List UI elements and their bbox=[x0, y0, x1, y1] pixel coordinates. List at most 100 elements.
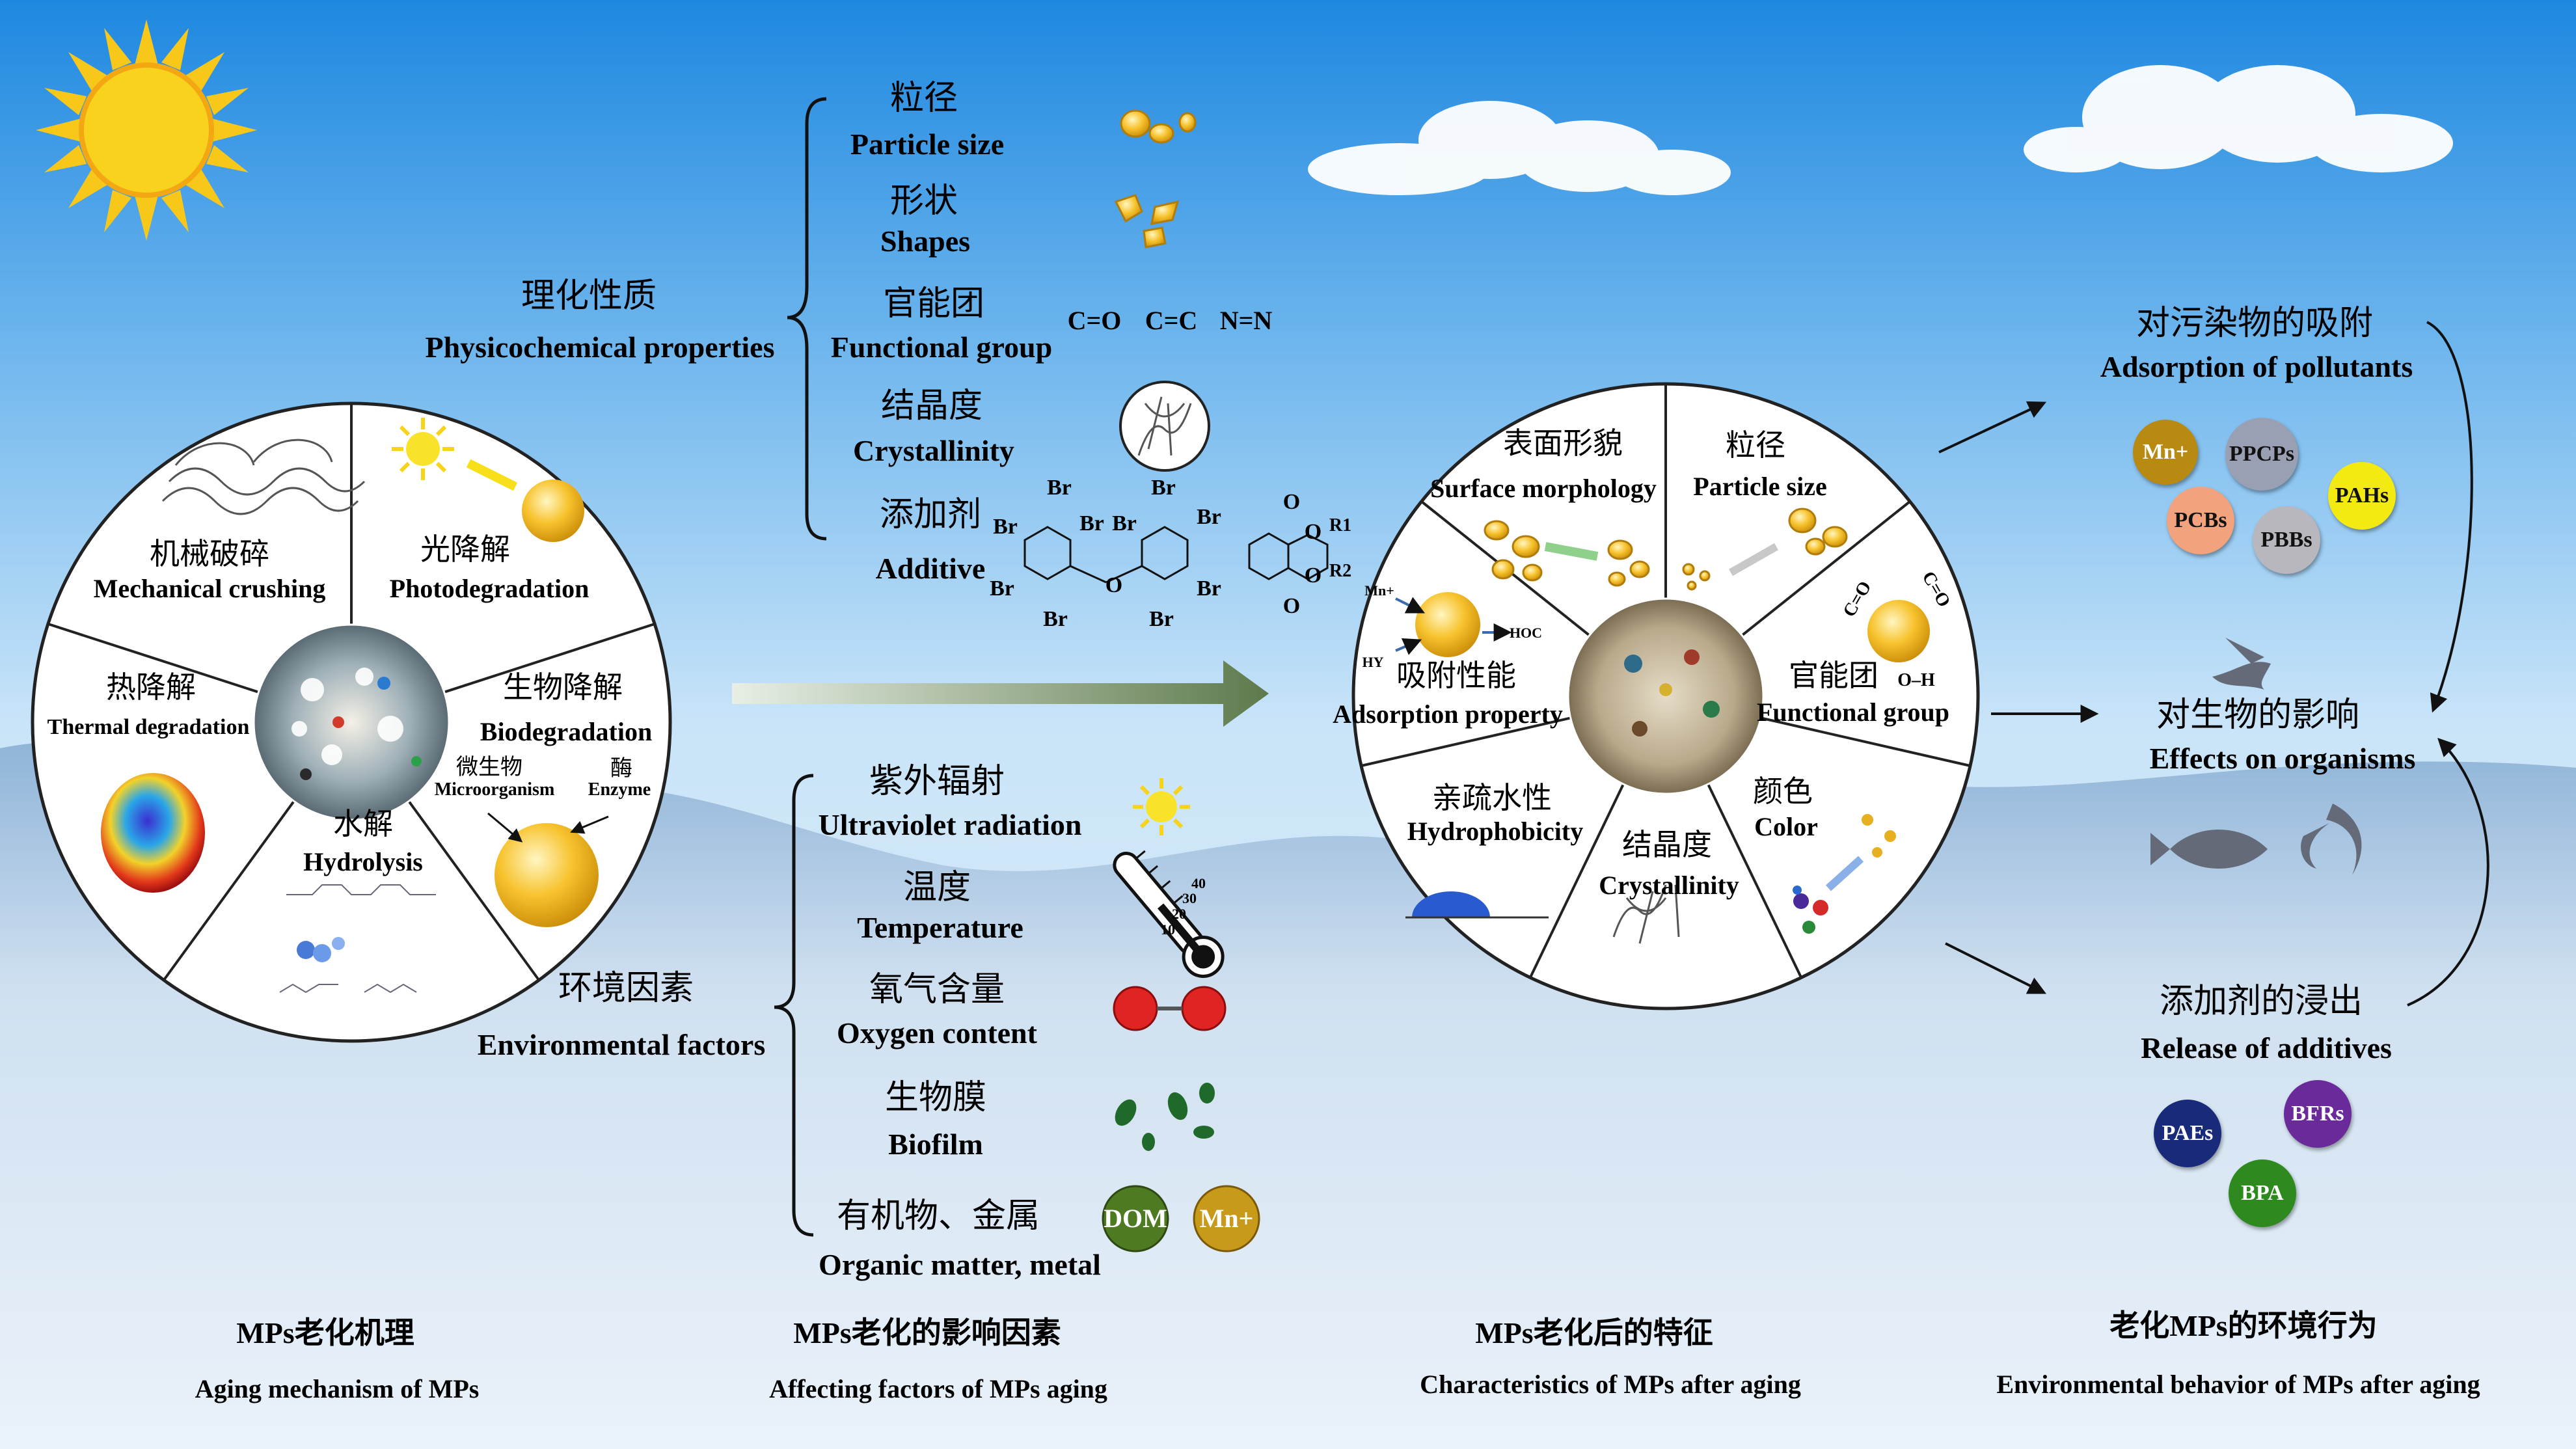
surface-morph-icon bbox=[1484, 520, 1650, 587]
ads-hy-label: HY bbox=[1362, 654, 1384, 670]
biofilm-label-en: Biofilm bbox=[888, 1128, 983, 1161]
uv-label-cn: 紫外辐射 bbox=[869, 762, 1005, 801]
hydrolysis-structure bbox=[279, 884, 436, 994]
size-arrow bbox=[1729, 543, 1778, 576]
additive-badge: BFRs bbox=[2284, 1080, 2352, 1148]
surface-label-en: Surface morphology bbox=[1430, 474, 1657, 503]
metal-badge-label: Mn+ bbox=[1199, 1204, 1254, 1233]
thermal-map bbox=[101, 773, 205, 893]
biofilm-icon bbox=[1115, 1083, 1215, 1151]
fg-particle bbox=[1867, 600, 1930, 662]
thermo-tick: 30 bbox=[1182, 890, 1197, 906]
color-label-en: Color bbox=[1754, 812, 1818, 841]
char-crystal-label-en: Crystallinity bbox=[1599, 871, 1739, 900]
hydrophobicity-label-en: Hydrophobicity bbox=[1407, 817, 1584, 846]
brace-physchem bbox=[787, 97, 827, 541]
microorganism-cn: 微生物 bbox=[456, 754, 522, 780]
fg-oh-label: O–H bbox=[1897, 670, 1935, 690]
thermo-tick: 40 bbox=[1191, 875, 1206, 891]
thermal-label-en: Thermal degradation bbox=[47, 715, 250, 739]
footer-title-cn: MPs老化后的特征 bbox=[1475, 1316, 1713, 1349]
temperature-label-cn: 温度 bbox=[902, 868, 971, 907]
char-fg-label-cn: 官能团 bbox=[1789, 658, 1878, 693]
adsorption-label-en: Adsorption property bbox=[1333, 699, 1563, 729]
env-title-cn: 环境因素 bbox=[558, 969, 694, 1008]
br-label: Br bbox=[993, 515, 1018, 539]
big-right-arrow bbox=[732, 660, 1269, 727]
footer-title-en: Aging mechanism of MPs bbox=[195, 1374, 480, 1403]
photo-label-cn: 光降解 bbox=[420, 532, 510, 567]
color-label-cn: 颜色 bbox=[1753, 774, 1813, 809]
morph-arrow bbox=[1544, 542, 1599, 561]
adsorption-pollutants-en: Adsorption of pollutants bbox=[2100, 350, 2413, 383]
enzyme-en: Enzyme bbox=[588, 779, 651, 800]
footer-title-en: Affecting factors of MPs aging bbox=[769, 1374, 1107, 1403]
microorganism-en: Microorganism bbox=[434, 779, 555, 800]
shapes-label-en: Shapes bbox=[880, 224, 971, 258]
physchem-title-en: Physicochemical properties bbox=[425, 331, 775, 364]
biofilm-label-cn: 生物膜 bbox=[884, 1078, 987, 1117]
pollutant-badge: PAHs bbox=[2328, 462, 2396, 530]
uv-sun-icon bbox=[1133, 778, 1190, 835]
sun-icon bbox=[36, 20, 257, 241]
footer-title-cn: 老化MPs的环境行为 bbox=[2109, 1309, 2378, 1342]
mechanism-wheel bbox=[31, 401, 672, 1043]
dom-badge-label: DOM bbox=[1104, 1204, 1167, 1233]
thermometer-icon bbox=[1113, 850, 1225, 978]
oxygen-label-cn: 氧气含量 bbox=[869, 970, 1005, 1009]
additive-label-cn: 添加剂 bbox=[879, 495, 982, 534]
color-particles bbox=[1793, 814, 1896, 934]
organic-label-cn: 有机物、金属 bbox=[836, 1197, 1040, 1236]
pollutant-badge: PCBs bbox=[2167, 487, 2234, 554]
footer-title-cn: MPs老化机理 bbox=[236, 1316, 414, 1349]
thermal-label-cn: 热降解 bbox=[106, 670, 196, 705]
brace-env bbox=[774, 774, 814, 1237]
o-label: O bbox=[1304, 563, 1322, 588]
o-label: O bbox=[1304, 520, 1322, 544]
fish-icon bbox=[2150, 830, 2268, 869]
temperature-label-en: Temperature bbox=[857, 911, 1024, 944]
br-label: Br bbox=[1151, 476, 1176, 500]
footer-title-en: Environmental behavior of MPs after agin… bbox=[1996, 1370, 2480, 1399]
pollutant-badge: PBBs bbox=[2253, 506, 2320, 574]
photo-label-en: Photodegradation bbox=[389, 574, 590, 603]
fg-cc: C=C bbox=[1145, 306, 1198, 335]
o-label: O bbox=[1282, 490, 1301, 514]
size-icon bbox=[1682, 508, 1848, 591]
o-label: O bbox=[1105, 573, 1123, 597]
particle-ball-bio bbox=[495, 823, 599, 927]
crystallinity-label-en: Crystallinity bbox=[853, 434, 1014, 467]
hydrophobicity-label-cn: 亲疏水性 bbox=[1432, 780, 1552, 815]
uv-label-en: Ultraviolet radiation bbox=[818, 808, 1082, 841]
shapes-label-cn: 形状 bbox=[889, 182, 958, 221]
char-size-label-cn: 粒径 bbox=[1726, 427, 1785, 463]
physchem-title-cn: 理化性质 bbox=[521, 277, 657, 316]
env-title-en: Environmental factors bbox=[477, 1028, 766, 1061]
footer-title-cn: MPs老化的影响因素 bbox=[793, 1316, 1061, 1349]
crystallinity-label-cn: 结晶度 bbox=[880, 386, 983, 426]
cloud-right bbox=[2024, 65, 2453, 172]
oxygen-label-en: Oxygen content bbox=[837, 1016, 1037, 1050]
sea-background bbox=[0, 741, 2576, 1449]
adsorption-pollutants-cn: 对污染物的吸附 bbox=[2135, 304, 2374, 343]
effects-cn: 对生物的影响 bbox=[2156, 696, 2360, 735]
light-beam bbox=[466, 459, 518, 491]
thermo-tick: 10 bbox=[1161, 921, 1175, 938]
pollutant-badge: Mn+ bbox=[2133, 420, 2198, 485]
r2-label: R2 bbox=[1329, 561, 1352, 581]
bio-label-en: Biodegradation bbox=[480, 717, 653, 746]
organic-label-en: Organic matter, metal bbox=[819, 1248, 1101, 1281]
release-en: Release of additives bbox=[2141, 1031, 2392, 1064]
color-arrow bbox=[1825, 856, 1864, 891]
r1-label: R1 bbox=[1329, 515, 1352, 535]
effects-en: Effects on organisms bbox=[2149, 742, 2416, 775]
char-size-label-en: Particle size bbox=[1693, 472, 1827, 501]
bio-label-cn: 生物降解 bbox=[503, 670, 623, 705]
curve-release-effects bbox=[2407, 738, 2489, 1007]
thermo-tick: 20 bbox=[1172, 906, 1186, 922]
wind-wave-icon bbox=[161, 439, 366, 515]
particle-size-icon bbox=[1120, 109, 1197, 144]
arrow-to-adsorption bbox=[1938, 401, 2047, 454]
footer-title-en: Characteristics of MPs after aging bbox=[1420, 1370, 1801, 1399]
